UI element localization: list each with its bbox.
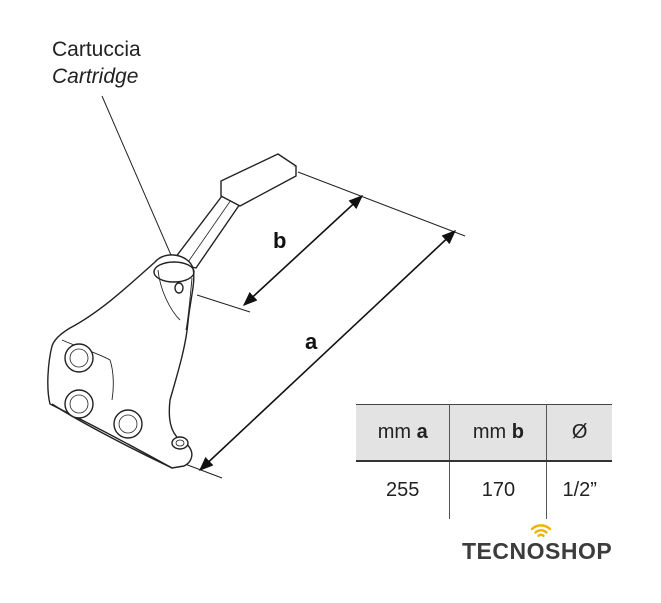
header-mm-b: mm b bbox=[449, 404, 548, 462]
brand-text-tecn: TECN bbox=[462, 538, 527, 564]
extension-line-mid bbox=[196, 294, 251, 313]
header-mm-a: mm a bbox=[356, 404, 451, 462]
cell-b-value: 170 bbox=[449, 461, 548, 519]
brand-text-o: O bbox=[526, 538, 546, 564]
table-header-row: mm a mm b Ø bbox=[356, 404, 612, 462]
dimension-line-b bbox=[242, 195, 364, 306]
callout-leader-line bbox=[101, 95, 175, 263]
cartridge-body bbox=[47, 153, 297, 469]
extension-line-top bbox=[297, 171, 466, 237]
dimension-label-b: b bbox=[273, 228, 287, 253]
cell-a-value: 255 bbox=[356, 461, 451, 519]
extension-line-bottom bbox=[184, 463, 223, 479]
cell-diameter-value: 1/2” bbox=[562, 479, 597, 501]
dimension-label-a: a bbox=[305, 329, 318, 354]
dimensions-table: mm a mm b Ø 255 170 1/2” bbox=[356, 404, 612, 519]
callout-label-english: Cartridge bbox=[52, 65, 139, 88]
brand-text-shop: SHOP bbox=[545, 538, 613, 564]
dimension-line-a bbox=[198, 230, 457, 471]
callout-label-italian: Cartuccia bbox=[52, 38, 141, 61]
table-row: 255 170 1/2” bbox=[356, 461, 612, 519]
wifi-signal-icon bbox=[530, 524, 552, 537]
brand-logo: TECNOSHOP bbox=[462, 538, 612, 565]
header-diameter: Ø bbox=[546, 404, 612, 462]
cartridge-callout: Cartuccia Cartridge bbox=[52, 36, 141, 90]
